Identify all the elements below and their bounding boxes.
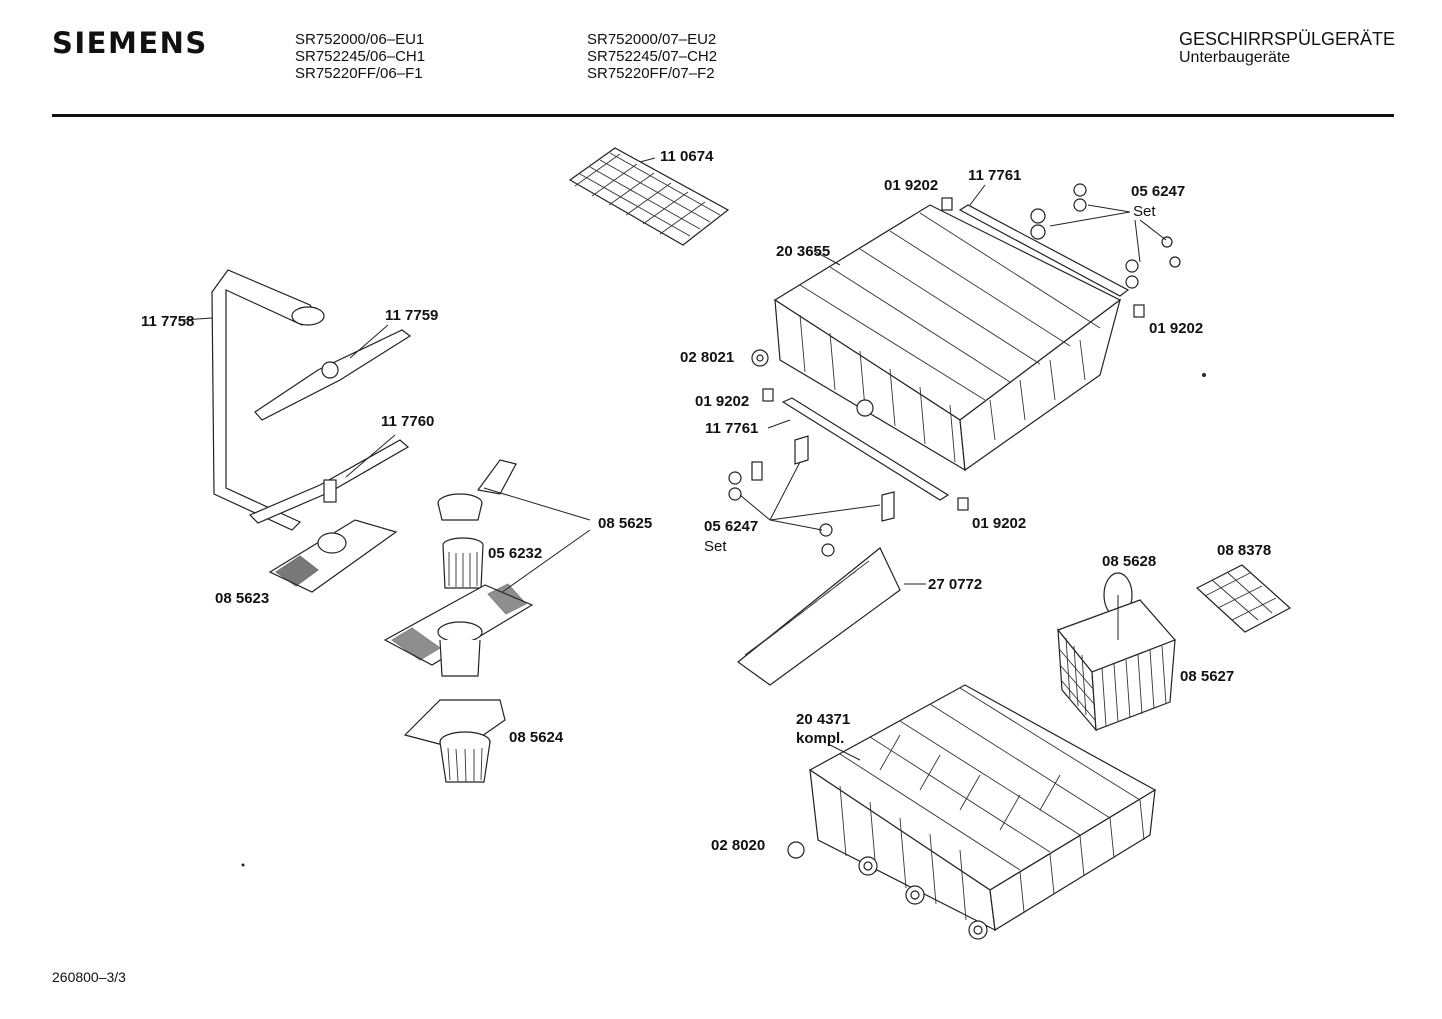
part-label-micro-filter: 05 6232 [488, 545, 543, 562]
part-label-wheel-lower: 02 8020 [711, 837, 766, 854]
spray-arm-supply-pipe [182, 269, 325, 531]
part-label-stop-mid: 01 9202 [695, 393, 750, 410]
part-label-filter-set: 08 5625 [598, 515, 653, 532]
category-subtitle: Unterbaugeräte [1179, 49, 1291, 66]
basket-wheels-lower [787, 841, 988, 940]
part-label-stop-bottom: 01 9202 [972, 515, 1027, 532]
fine-filter-plate [383, 583, 534, 677]
part-label-cup-shelf: 11 0674 [660, 148, 714, 165]
stray-dot [1202, 373, 1206, 377]
part-label-mini-insert: 08 8378 [1217, 542, 1272, 559]
part-label-rail-mid: 11 7761 [705, 420, 759, 437]
mini-insert-tray [1195, 564, 1292, 633]
coarse-filter [403, 699, 506, 783]
flat-filter [268, 519, 398, 593]
part-label-cutlery-basket: 08 5627 [1180, 668, 1235, 685]
basket-wheel-upper [751, 349, 769, 367]
upper-spray-arm [254, 324, 412, 421]
part-label-lower-basket: 20 4371 [796, 711, 851, 728]
part-note-complete: kompl. [796, 730, 845, 747]
part-label-roller-set-top: 05 6247 [1131, 183, 1186, 200]
part-label-stop-right: 01 9202 [1149, 320, 1204, 337]
roller-set-bottom [728, 435, 895, 557]
model-number: SR752000/06–EU1 [295, 31, 425, 48]
part-label-wheel-upper: 02 8021 [680, 349, 735, 366]
part-label-upper-basket: 20 3655 [776, 243, 831, 260]
part-label-upper-spray-arm: 11 7759 [385, 307, 439, 324]
model-list-right: SR752000/07–EU2 SR752245/07–CH2 SR75220F… [587, 31, 717, 82]
model-number: SR752245/07–CH2 [587, 48, 718, 65]
lower-spray-arm [248, 434, 410, 524]
part-label-basket-handle: 08 5628 [1102, 553, 1157, 570]
category-title: GESCHIRRSPÜLGERÄTE [1179, 29, 1396, 49]
document-number: 260800–3/3 [52, 969, 126, 985]
part-label-roller-set-bottom: 05 6247 [704, 518, 759, 535]
filter-adapter [437, 459, 591, 606]
part-label-spike-rack: 27 0772 [928, 576, 983, 593]
roller-set-top [1030, 183, 1181, 289]
lower-rail [767, 397, 950, 501]
part-label-rail-top: 11 7761 [968, 167, 1022, 184]
lower-basket [808, 684, 1157, 932]
stray-dot [241, 863, 245, 867]
upper-basket [773, 204, 1122, 472]
header-divider [52, 114, 1394, 117]
cutlery-basket [1057, 572, 1177, 732]
part-label-flat-filter: 08 5623 [215, 590, 270, 607]
part-label-coarse-filter: 08 5624 [509, 729, 564, 746]
model-number: SR75220FF/06–F1 [295, 65, 423, 82]
upper-rail [958, 184, 1130, 297]
model-number: SR75220FF/07–F2 [587, 65, 715, 82]
part-note-set-top: Set [1133, 203, 1156, 220]
micro-filter-cylinder [442, 537, 484, 589]
model-list-left: SR752000/06–EU1 SR752245/06–CH1 SR75220F… [295, 31, 425, 82]
model-number: SR752000/07–EU2 [587, 31, 717, 48]
rail-end-stops [762, 197, 1145, 511]
category-block: GESCHIRRSPÜLGERÄTE Unterbaugeräte [1179, 30, 1395, 67]
part-label-lower-spray-arm: 11 7760 [381, 413, 435, 430]
model-number: SR752245/06–CH1 [295, 48, 426, 65]
fold-down-spike-rack [737, 547, 926, 686]
part-label-supply-pipe: 11 7758 [141, 313, 195, 330]
part-label-stop-top: 01 9202 [884, 177, 939, 194]
cup-shelf-insert [568, 147, 730, 246]
part-note-set-bottom: Set [704, 538, 727, 555]
brand-logo: SIEMENS [52, 26, 208, 60]
